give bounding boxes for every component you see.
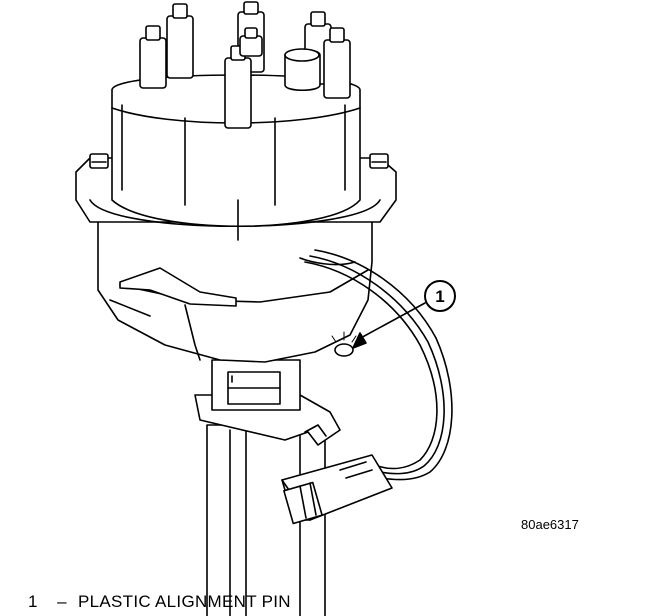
legend-item: 1–PLASTIC ALIGNMENT PIN — [28, 592, 291, 612]
callout-bubble: 1 — [424, 280, 456, 312]
plastic-alignment-pin — [331, 331, 357, 357]
legend-number: 1 — [28, 592, 38, 611]
wiring-harness — [304, 249, 453, 481]
housing-neck — [211, 359, 301, 411]
callout-leader-arrow — [352, 302, 426, 349]
legend-separator: – — [57, 592, 67, 611]
distributor-housing — [97, 214, 373, 363]
pickup-connector — [281, 454, 393, 525]
legend-label: PLASTIC ALIGNMENT PIN — [78, 592, 291, 611]
coil-tower — [284, 48, 321, 92]
callout-number: 1 — [435, 287, 444, 306]
figure-id: 80ae6317 — [521, 517, 579, 532]
